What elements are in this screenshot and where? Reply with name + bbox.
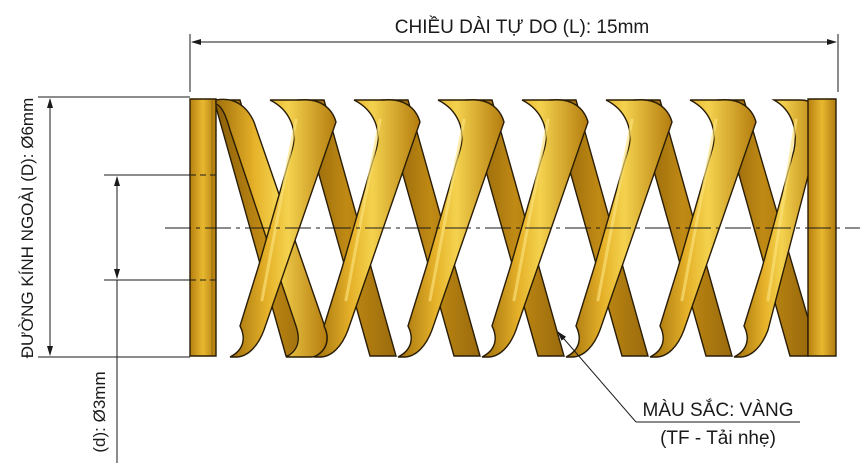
inner-diameter-label: (d): Ø3mm bbox=[90, 371, 109, 452]
inner-diameter-hidden-lines bbox=[190, 174, 216, 281]
load-type-label: (TF - Tải nhẹ) bbox=[660, 428, 776, 449]
color-leader bbox=[557, 331, 800, 423]
outer-diameter-label: ĐƯỜNG KÍNH NGOÀI (D): Ø6mm bbox=[18, 98, 37, 359]
free-length-label: CHIỀU DÀI TỰ DO (L): 15mm bbox=[395, 16, 649, 38]
outer-diameter-dimension bbox=[38, 96, 190, 358]
spring-highlights bbox=[260, 118, 798, 302]
color-label: MÀU SẮC: VÀNG bbox=[643, 399, 794, 421]
length-dimension bbox=[189, 34, 839, 92]
spring-left-end bbox=[189, 98, 217, 357]
